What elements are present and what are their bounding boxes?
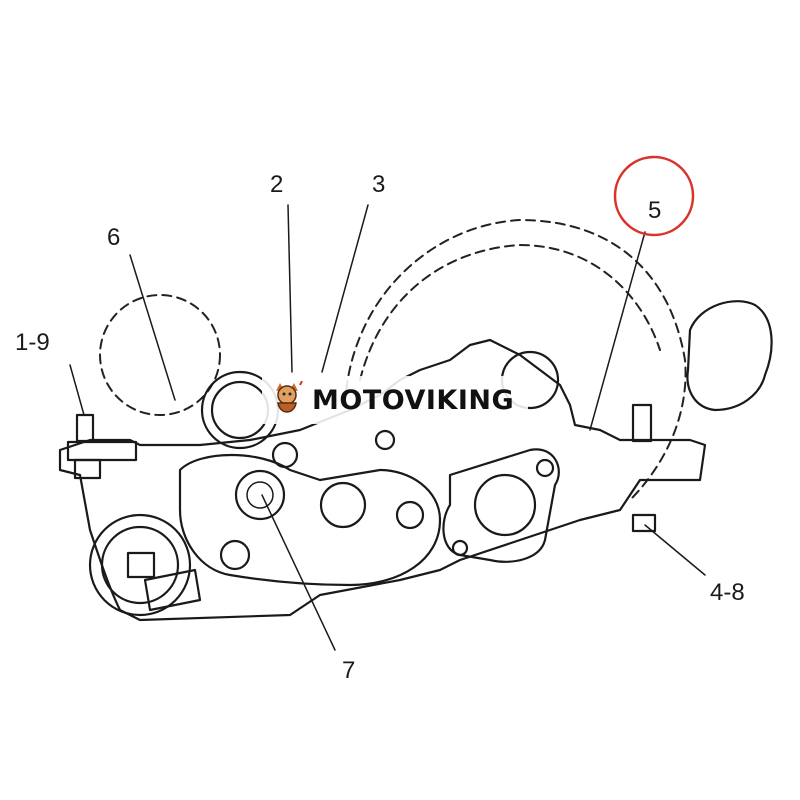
flange-hole-bottom — [451, 539, 469, 557]
phantom-cover-right — [686, 300, 773, 412]
watermark-banner: MOTOVIKING — [262, 376, 528, 424]
viking-mascot-icon — [276, 381, 303, 413]
outlet-port — [473, 473, 537, 537]
leader-6 — [129, 254, 176, 401]
callout-1-9: 1-9 — [15, 329, 50, 356]
idler-pulley-outer — [88, 513, 192, 617]
nut-4-8 — [631, 513, 657, 533]
nut-left — [73, 458, 102, 480]
callout-7: 7 — [342, 657, 355, 684]
idler-pulley-inner — [100, 525, 180, 605]
leader-2 — [287, 204, 293, 373]
bolt-1-9 — [75, 413, 95, 443]
idler-arm — [143, 568, 202, 612]
callout-3: 3 — [372, 171, 385, 198]
bolt-lower-left — [219, 539, 251, 571]
phantom-gear-inner — [359, 243, 661, 381]
callout-6: 6 — [107, 224, 120, 251]
shaft-7-inner — [246, 481, 274, 509]
phantom-gear-large — [344, 218, 687, 501]
gear-2-inner — [210, 380, 270, 440]
leader-3 — [321, 204, 369, 373]
callout-4-8: 4-8 — [710, 579, 745, 606]
bracket-left — [66, 440, 138, 462]
bolt-upper-cover — [374, 429, 396, 451]
leader-4-8 — [644, 524, 706, 576]
stud-right — [631, 403, 653, 443]
pump-cover-plate — [178, 453, 442, 587]
port-center — [319, 481, 367, 529]
leader-7 — [261, 494, 336, 651]
leader-5 — [589, 231, 646, 431]
flange-hole-top — [535, 458, 555, 478]
shaft-7-outer — [234, 469, 286, 521]
phantom-gear-left — [99, 294, 221, 416]
callout-5: 5 — [648, 197, 661, 224]
highlight-circle-5 — [613, 155, 695, 237]
callout-2: 2 — [270, 171, 283, 198]
watermark-text: MOTOVIKING — [312, 384, 515, 416]
outlet-flange — [442, 448, 560, 563]
leader-1-9 — [69, 364, 85, 416]
idler-nut — [126, 551, 156, 579]
bolt-3 — [271, 441, 299, 469]
bolt-right-cover — [395, 500, 425, 530]
